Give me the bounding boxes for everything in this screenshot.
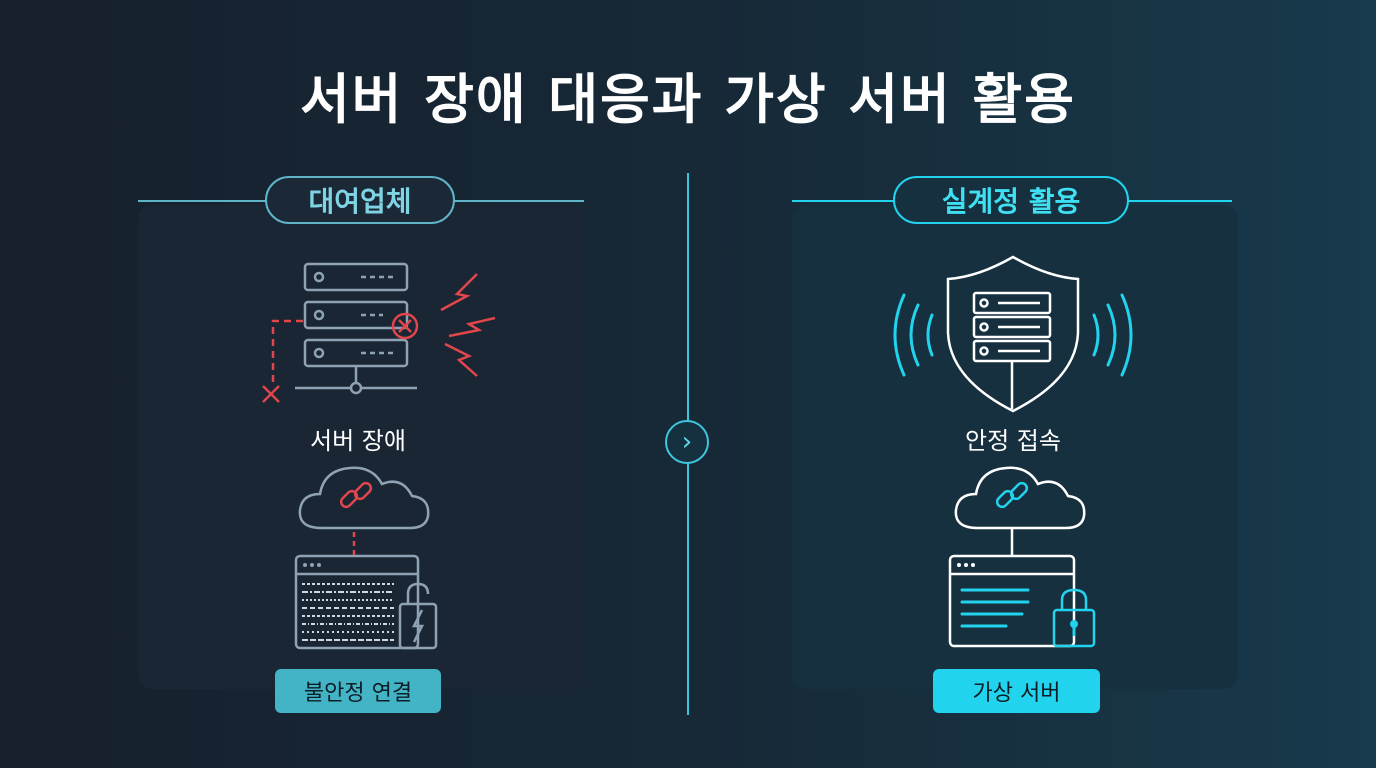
left-header-line-left (138, 200, 266, 202)
server-failure-icon (262, 262, 496, 403)
left-header-pill: 대여업체 (265, 176, 455, 224)
left-header-line-right (454, 200, 584, 202)
chevron-right-icon: › (665, 420, 709, 464)
right-header-pill: 실계정 활용 (893, 176, 1129, 224)
cloud-link-broken-icon (294, 466, 438, 650)
unstable-connection-badge: 불안정 연결 (275, 669, 441, 713)
right-header-line-right (1128, 200, 1232, 202)
right-panel (792, 205, 1238, 689)
page-title: 서버 장애 대응과 가상 서버 활용 (300, 68, 1076, 131)
stable-access-label: 안정 접속 (965, 427, 1061, 455)
right-header-line-left (792, 200, 894, 202)
secure-server-shield-icon (893, 255, 1133, 413)
virtual-server-badge: 가상 서버 (933, 669, 1100, 713)
server-failure-label: 서버 장애 (310, 427, 406, 455)
cloud-link-secure-icon (948, 466, 1096, 648)
